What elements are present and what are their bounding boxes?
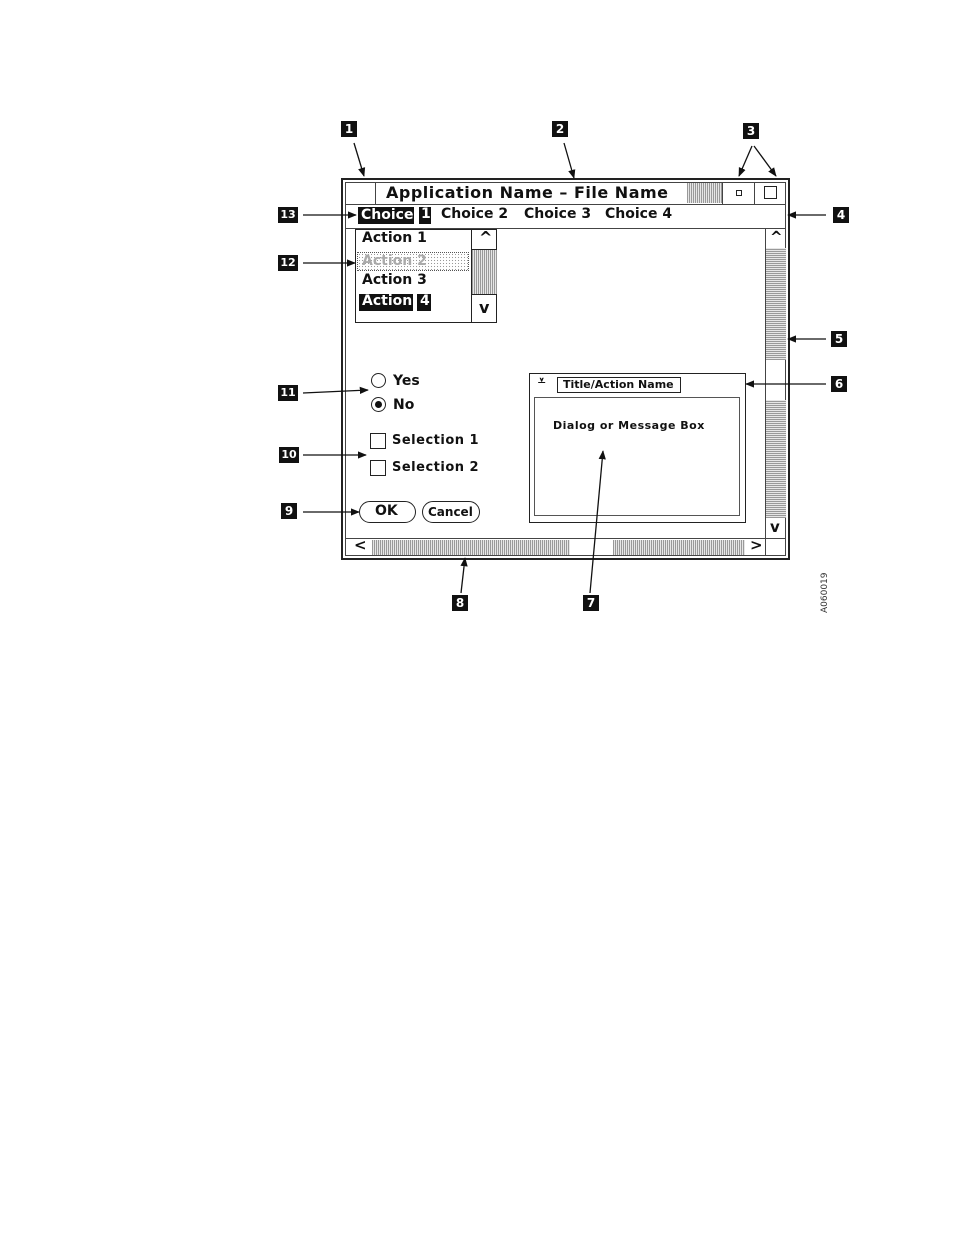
arrow-1 bbox=[354, 143, 364, 176]
callout-4: 4 bbox=[833, 207, 849, 223]
callout-1: 1 bbox=[341, 121, 357, 137]
callout-11: 11 bbox=[278, 385, 298, 401]
arrow-8 bbox=[461, 558, 465, 593]
arrow-11 bbox=[303, 390, 368, 393]
callout-13: 13 bbox=[278, 207, 298, 223]
callout-3: 3 bbox=[743, 123, 759, 139]
arrow-3a bbox=[739, 146, 752, 176]
callout-6: 6 bbox=[831, 376, 847, 392]
callout-12: 12 bbox=[278, 255, 298, 271]
callout-2: 2 bbox=[552, 121, 568, 137]
arrow-7 bbox=[590, 451, 603, 593]
callout-8: 8 bbox=[452, 595, 468, 611]
figure-id: A060019 bbox=[820, 572, 830, 613]
arrow-2 bbox=[564, 143, 574, 178]
callout-5: 5 bbox=[831, 331, 847, 347]
callout-10: 10 bbox=[279, 447, 299, 463]
arrow-3b bbox=[754, 146, 776, 176]
callout-7: 7 bbox=[583, 595, 599, 611]
callout-9: 9 bbox=[281, 503, 297, 519]
